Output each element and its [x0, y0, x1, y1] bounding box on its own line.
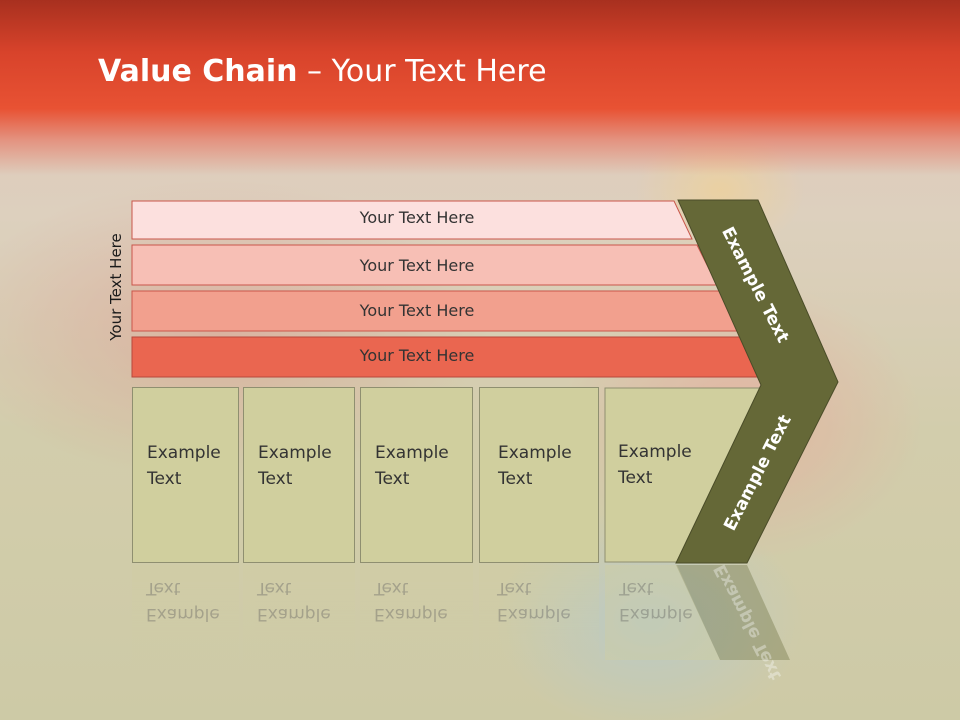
header-band: [0, 0, 960, 175]
title-bold: Value Chain: [98, 54, 298, 89]
box-5-reflection-text-wrap: Example Text: [605, 565, 705, 675]
box-4-reflection-text: Example Text: [497, 575, 593, 627]
box-2-reflection-line2: Text: [257, 578, 292, 598]
box-4-reflection: Example Text: [479, 565, 599, 675]
page-title: Value Chain – Your Text Here: [98, 54, 547, 89]
box-5-reflection: [605, 565, 720, 660]
box-1-reflection: Example Text: [132, 565, 239, 675]
box-2-line1: Example: [258, 443, 332, 463]
box-3-line2: Text: [375, 469, 410, 489]
margin-chevron: [675, 199, 839, 564]
box-1-line1: Example: [147, 443, 221, 463]
row-2-label: Your Text Here: [359, 256, 475, 275]
box-1-reflection-line1: Example: [146, 604, 220, 624]
box-2-reflection-text: Example Text: [257, 575, 353, 627]
box-4-reflection-line2: Text: [497, 578, 532, 598]
box-4-line1: Example: [498, 443, 572, 463]
box-5-line1: Example: [618, 442, 692, 462]
box-3-reflection-line1: Example: [374, 604, 448, 624]
box-5-reflection-line1: Example: [619, 604, 693, 624]
title-rest: – Your Text Here: [297, 54, 547, 89]
row-1-label: Your Text Here: [359, 208, 475, 227]
row-1-shape: [131, 200, 693, 240]
box-2-reflection-line1: Example: [257, 604, 331, 624]
row-4-label: Your Text Here: [359, 346, 475, 365]
box-5-reflection-text: Example Text: [619, 575, 705, 627]
box-1-reflection-line2: Text: [146, 578, 181, 598]
box-3-line1: Example: [375, 443, 449, 463]
box-5-reflection-line2: Text: [619, 578, 654, 598]
box-3-reflection-line2: Text: [374, 578, 409, 598]
box-2-reflection: Example Text: [243, 565, 355, 675]
box-4-line2: Text: [498, 469, 533, 489]
box-4-reflection-line1: Example: [497, 604, 571, 624]
box-1-reflection-text: Example Text: [146, 575, 239, 627]
box-2-line2: Text: [258, 469, 293, 489]
box-3-reflection-text: Example Text: [374, 575, 470, 627]
row-3-label: Your Text Here: [359, 301, 475, 320]
box-1-line2: Text: [147, 469, 182, 489]
box-5-line2: Text: [618, 468, 653, 488]
chevron-reflection: [676, 565, 790, 660]
box-3-reflection: Example Text: [360, 565, 473, 675]
